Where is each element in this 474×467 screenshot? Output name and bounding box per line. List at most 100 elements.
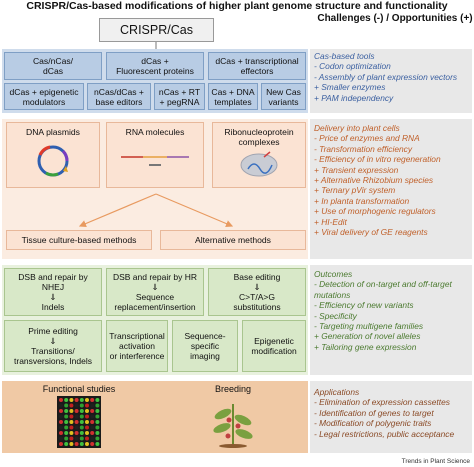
app-breeding: Breeding bbox=[160, 384, 306, 450]
applications-panel-item: - Identification of genes to target bbox=[314, 407, 434, 418]
microarray-spot bbox=[74, 409, 79, 413]
microarray-spot bbox=[79, 414, 84, 419]
tool-new-cas-variants: New Cas variants bbox=[261, 83, 306, 110]
outcomes-panel-item: - Efficiency of new variants bbox=[314, 300, 414, 311]
outcome-epigenetic: Epigenetic modification bbox=[242, 320, 306, 372]
microarray-spot bbox=[85, 414, 89, 419]
microarray-spot bbox=[79, 409, 84, 413]
method-alternative: Alternative methods bbox=[160, 230, 306, 250]
microarray-spot bbox=[69, 409, 74, 413]
tool-cas-ncas-dcas: Cas/nCas/ dCas bbox=[4, 52, 102, 80]
microarray-spot bbox=[85, 425, 89, 430]
microarray-spot bbox=[74, 425, 79, 430]
microarray-spot bbox=[90, 442, 95, 446]
method-tissue-culture: Tissue culture-based methods bbox=[6, 230, 152, 250]
microarray-spot bbox=[74, 414, 79, 419]
delivery-panel-heading: Delivery into plant cells bbox=[314, 123, 400, 133]
outcome-transcriptional: Transcriptional activation or interferen… bbox=[106, 320, 168, 372]
microarray-spot bbox=[95, 414, 100, 419]
microarray-spot bbox=[90, 425, 95, 430]
tools-panel-item: + Smaller enzymes bbox=[314, 82, 386, 93]
microarray-spot bbox=[69, 431, 74, 435]
microarray-spot bbox=[59, 431, 63, 435]
microarray-spot bbox=[64, 403, 69, 408]
microarray-spot bbox=[90, 409, 95, 413]
microarray-spot bbox=[74, 436, 79, 441]
delivery-rnp-complexes: Ribonucleoprotein complexes bbox=[212, 122, 306, 188]
rnp-icon bbox=[240, 151, 278, 177]
tools-panel-item: - Codon optimization bbox=[314, 61, 391, 72]
microarray-spot bbox=[69, 425, 74, 430]
rna-molecules-label: RNA molecules bbox=[125, 127, 185, 137]
microarray-spot bbox=[90, 414, 95, 419]
delivery-panel-item: - Transformation efficiency bbox=[314, 143, 413, 154]
app-functional-studies: Functional studies bbox=[8, 384, 150, 450]
microarray-spot bbox=[85, 420, 89, 424]
delivery-panel-item: + In planta transformation bbox=[314, 195, 410, 206]
microarray-spot bbox=[69, 403, 74, 408]
applications-panel-item: - Legal restrictions, public acceptance bbox=[314, 428, 455, 439]
tool-dcas-transcriptional: dCas + transcriptional effectors bbox=[208, 52, 306, 80]
tools-panel-item: + PAM independency bbox=[314, 92, 394, 103]
microarray-spot bbox=[69, 436, 74, 441]
microarray-spot bbox=[90, 436, 95, 441]
microarray-spot bbox=[74, 398, 79, 402]
microarray-spot bbox=[79, 431, 84, 435]
microarray-spot bbox=[74, 420, 79, 424]
microarray-spot bbox=[79, 420, 84, 424]
microarray-spot bbox=[95, 409, 100, 413]
microarray-spot bbox=[95, 425, 100, 430]
delivery-panel-item: + Transient expression bbox=[314, 164, 399, 175]
microarray-spot bbox=[59, 420, 63, 424]
breeding-label: Breeding bbox=[214, 384, 252, 394]
tools-panel-heading: Cas-based tools bbox=[314, 51, 375, 61]
delivery-panel-item: + Alternative Rhizobium species bbox=[314, 175, 434, 186]
microarray-spot bbox=[85, 431, 89, 435]
outcome-hr: DSB and repair by HR ⇓ Sequence replacem… bbox=[106, 268, 204, 316]
microarray-spot bbox=[64, 420, 69, 424]
microarray-spot bbox=[90, 431, 95, 435]
delivery-panel-item: + HI-Edit bbox=[314, 216, 347, 227]
microarray-spot bbox=[79, 403, 84, 408]
delivery-panel-item: + Use of morphogenic regulators bbox=[314, 206, 436, 217]
microarray-spot bbox=[69, 398, 74, 402]
tool-dna-templates: Cas + DNA templates bbox=[208, 83, 258, 110]
crispr-cas-root: CRISPR/Cas bbox=[99, 18, 214, 42]
dna-plasmids-label: DNA plasmids bbox=[26, 127, 80, 137]
microarray-spot bbox=[95, 442, 100, 446]
microarray-spot bbox=[59, 403, 63, 408]
microarray-spot bbox=[64, 414, 69, 419]
outcome-imaging: Sequence- specific imaging bbox=[172, 320, 238, 372]
delivery-panel-item: + Ternary pVir system bbox=[314, 185, 396, 196]
delivery-dna-plasmids: DNA plasmids bbox=[6, 122, 100, 188]
tools-panel: Cas-based tools - Codon optimization - A… bbox=[310, 49, 472, 113]
microarray-spot bbox=[90, 403, 95, 408]
delivery-panel-item: - Efficiency of in vitro regeneration bbox=[314, 154, 441, 165]
root-connector bbox=[155, 42, 157, 49]
microarray-spot bbox=[64, 431, 69, 435]
microarray-spot bbox=[95, 436, 100, 441]
microarray-spot bbox=[85, 436, 89, 441]
applications-panel-heading: Applications bbox=[314, 387, 360, 397]
outcomes-panel-item: - Detection of on-target and off-target … bbox=[314, 279, 452, 300]
microarray-spot bbox=[95, 431, 100, 435]
plasmid-icon bbox=[37, 145, 69, 177]
microarray-spot bbox=[79, 442, 84, 446]
microarray-spot bbox=[74, 403, 79, 408]
microarray-spot bbox=[74, 431, 79, 435]
tool-dcas-fluorescent: dCas + Fluorescent proteins bbox=[106, 52, 204, 80]
microarray-spot bbox=[79, 436, 84, 441]
outcomes-panel-item: + Generation of novel alleles bbox=[314, 331, 421, 342]
journal-footer: Trends in Plant Science bbox=[401, 458, 470, 465]
plant-icon bbox=[213, 404, 253, 448]
microarray-spot bbox=[90, 420, 95, 424]
rnp-complexes-label: Ribonucleoprotein complexes bbox=[224, 127, 294, 147]
outcomes-panel-item: - Targeting multigene families bbox=[314, 321, 424, 332]
microarray-spot bbox=[85, 442, 89, 446]
tools-panel-item: - Assembly of plant expression vectors bbox=[314, 71, 458, 82]
microarray-spot bbox=[85, 403, 89, 408]
microarray-spot bbox=[59, 442, 63, 446]
applications-band bbox=[2, 381, 308, 453]
microarray-spot bbox=[59, 414, 63, 419]
microarray-spot bbox=[95, 398, 100, 402]
